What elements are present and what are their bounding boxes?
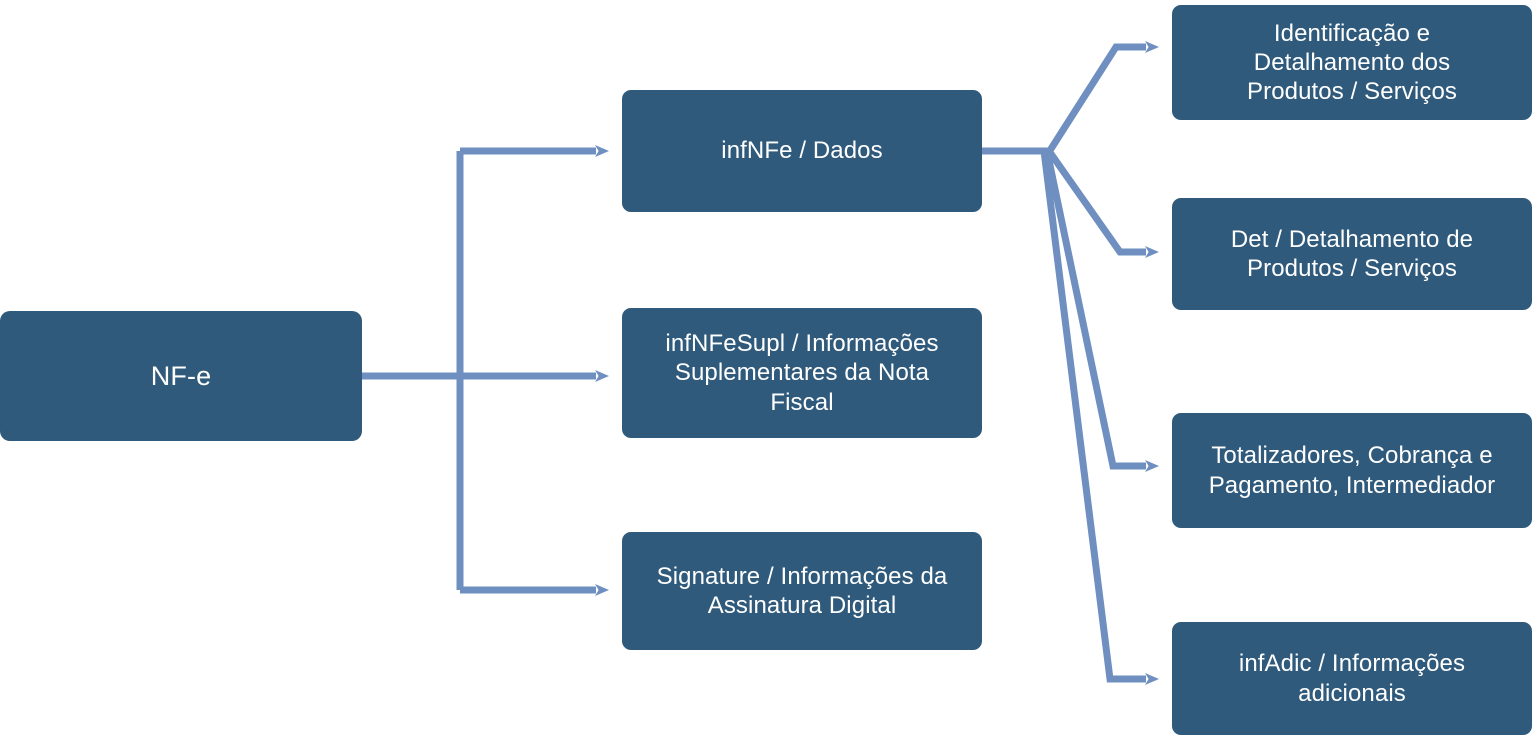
node-nfe-root[interactable]: NF-e xyxy=(0,311,362,441)
node-infnfesupl-label: infNFeSupl / Informações Suplementares d… xyxy=(665,330,939,416)
node-infadic-label: infAdic / Informações adicionais xyxy=(1238,650,1466,707)
connector-root-trunk xyxy=(362,151,464,590)
node-identificacao-produtos-label: Identificação e Detalhamento dos Produto… xyxy=(1247,19,1457,106)
node-infnfesupl[interactable]: infNFeSupl / Informações Suplementares d… xyxy=(622,308,982,438)
node-det-detalhamento[interactable]: Det / Detalhamento de Produtos / Serviço… xyxy=(1172,198,1532,310)
node-identificacao-produtos[interactable]: Identificação e Detalhamento dos Produto… xyxy=(1172,5,1532,120)
node-signature[interactable]: Signature / Informações da Assinatura Di… xyxy=(622,532,982,650)
connector-infnfe-to-infadic xyxy=(1040,150,1159,685)
connector-infnfe-to-det xyxy=(1046,148,1159,258)
connector-infnfe-to-ident xyxy=(1046,41,1159,154)
node-infnfe[interactable]: infNFe / Dados xyxy=(622,90,982,212)
node-signature-label: Signature / Informações da Assinatura Di… xyxy=(656,562,948,619)
node-det-detalhamento-label: Det / Detalhamento de Produtos / Serviço… xyxy=(1230,225,1474,282)
node-totalizadores-cobranca-label: Totalizadores, Cobrança e Pagamento, Int… xyxy=(1208,442,1496,499)
node-nfe-root-label: NF-e xyxy=(150,360,212,391)
node-infnfe-label: infNFe / Dados xyxy=(721,137,883,165)
connector-infnfe-to-totais xyxy=(1043,150,1159,472)
node-totalizadores-cobranca[interactable]: Totalizadores, Cobrança e Pagamento, Int… xyxy=(1172,413,1532,528)
node-infadic[interactable]: infAdic / Informações adicionais xyxy=(1172,622,1532,735)
